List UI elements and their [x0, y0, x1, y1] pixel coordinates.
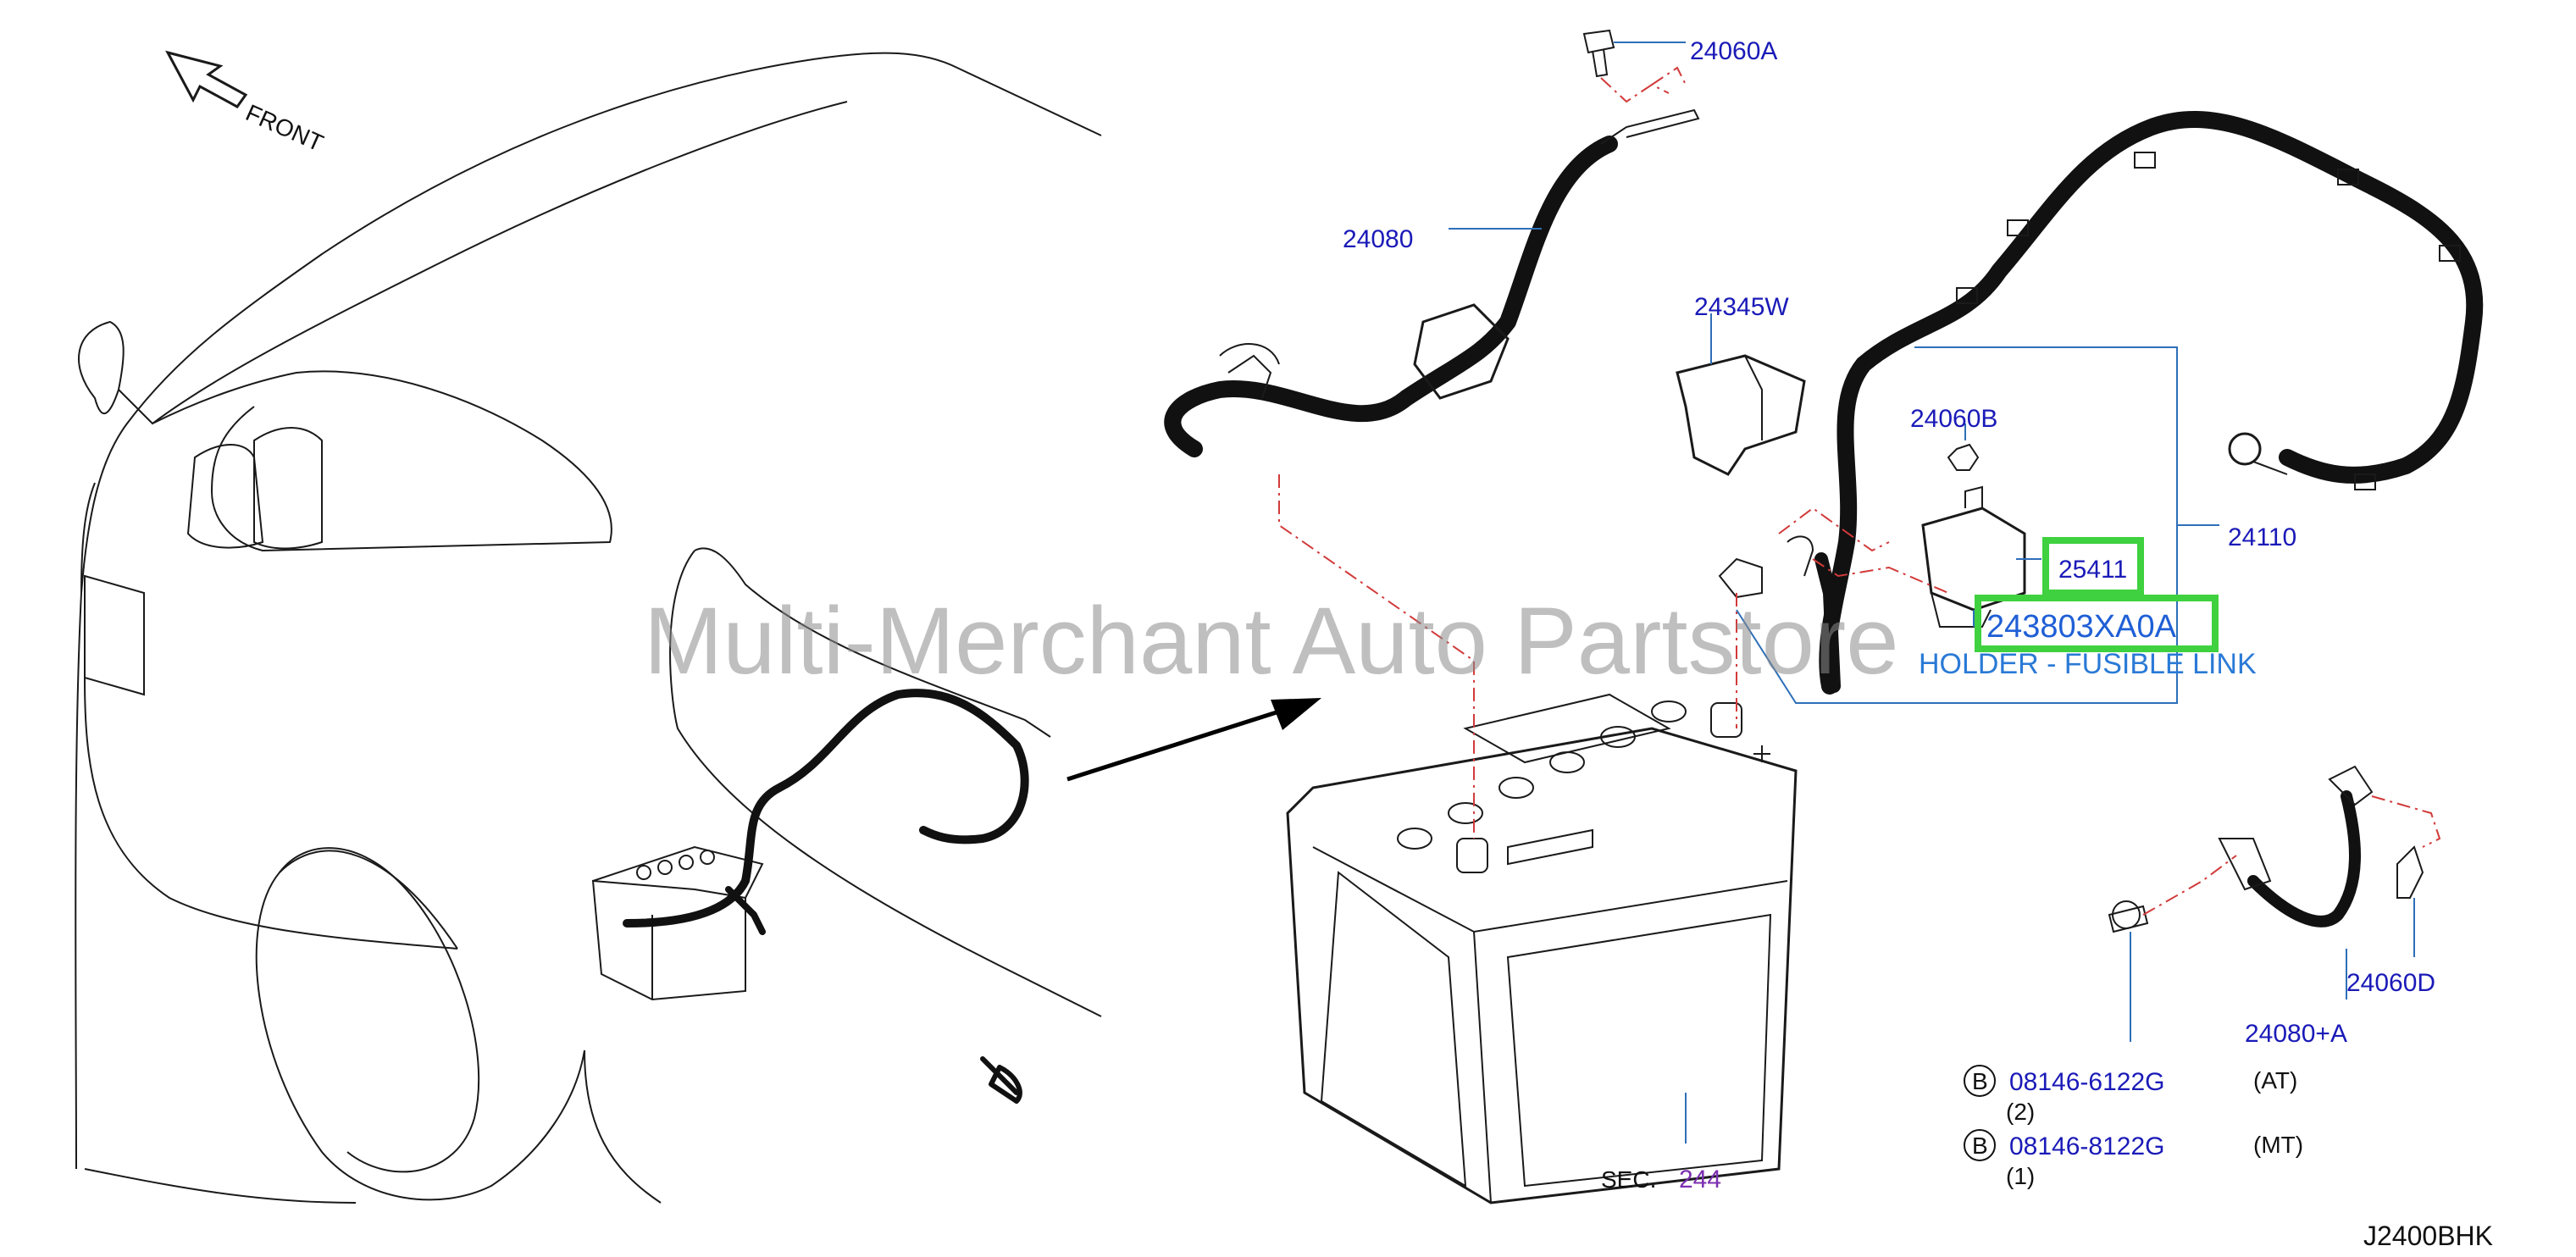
battery-illustration	[1286, 693, 1798, 1204]
part-label-25411[interactable]: 25411	[2058, 556, 2127, 584]
vehicle-outline	[75, 52, 1102, 1204]
part-label-24080A[interactable]: 24080+A	[2245, 1020, 2347, 1048]
bolt-note: (MT)	[2253, 1132, 2303, 1158]
leader-lines	[1449, 42, 2415, 1143]
bolt-list: B 08146-6122G (2) (AT) B 08146-8122G (1)…	[1964, 1065, 2303, 1189]
cable-24110	[1814, 110, 2484, 695]
front-label: FRONT	[242, 99, 328, 157]
bolt-qty: (1)	[2006, 1163, 2035, 1189]
bolt-part-number[interactable]: 08146-6122G	[2009, 1068, 2165, 1096]
bolt-marker-circle	[1964, 1129, 1996, 1161]
bolt-row-1: B 08146-6122G (2) (AT)	[1964, 1065, 2297, 1125]
part-label-24345W[interactable]: 24345W	[1694, 293, 1789, 321]
part-label-24060D[interactable]: 24060D	[2346, 969, 2435, 997]
battery-caps	[1397, 700, 1687, 850]
section-reference: SEC. 244	[1601, 1166, 1721, 1193]
part-label-24110[interactable]: 24110	[2228, 523, 2296, 551]
assembly-dash-lines	[1278, 66, 2441, 916]
bolt-marker: B	[1972, 1132, 1988, 1159]
fusible-link-holder-illustration	[1718, 443, 2026, 628]
detail-pointer-arrow	[1066, 698, 1321, 782]
cable-24080	[1164, 108, 1700, 457]
bolt-note: (AT)	[2253, 1067, 2297, 1094]
terminal-cover-24345W	[1676, 354, 1806, 476]
part-label-243803XA0A[interactable]: 243803XA0A	[1986, 609, 2177, 645]
part-label-24060B[interactable]: 24060B	[1910, 405, 1997, 433]
highlight-box-25411	[2042, 537, 2144, 596]
diagram-code: J2400BHK	[2363, 1221, 2493, 1251]
watermark-text: Multi-Merchant Auto Partstore	[644, 588, 1898, 694]
harness-clips	[1956, 152, 2461, 490]
section-prefix: SEC.	[1601, 1166, 1656, 1193]
front-direction-indicator: FRONT	[165, 50, 328, 157]
bolt-part-number[interactable]: 08146-8122G	[2009, 1132, 2165, 1160]
part-label-24080[interactable]: 24080	[1343, 225, 1413, 253]
cable-24080A	[2108, 765, 2424, 933]
bolt-marker: B	[1972, 1068, 1988, 1094]
bolt-qty: (2)	[2006, 1099, 2035, 1125]
bolt-24060A-illustration	[1582, 29, 1615, 78]
bolt-row-2: B 08146-8122G (1) (MT)	[1964, 1129, 2303, 1189]
highlight-box-243803XA0A	[1975, 595, 2219, 652]
bolt-marker-circle	[1964, 1065, 1996, 1097]
part-label-24060A[interactable]: 24060A	[1690, 37, 1777, 65]
part-description-holder-fusible-link: HOLDER - FUSIBLE LINK	[1919, 648, 2257, 680]
section-link-244[interactable]: 244	[1679, 1166, 1721, 1193]
small-battery-illustration	[591, 689, 1029, 1104]
